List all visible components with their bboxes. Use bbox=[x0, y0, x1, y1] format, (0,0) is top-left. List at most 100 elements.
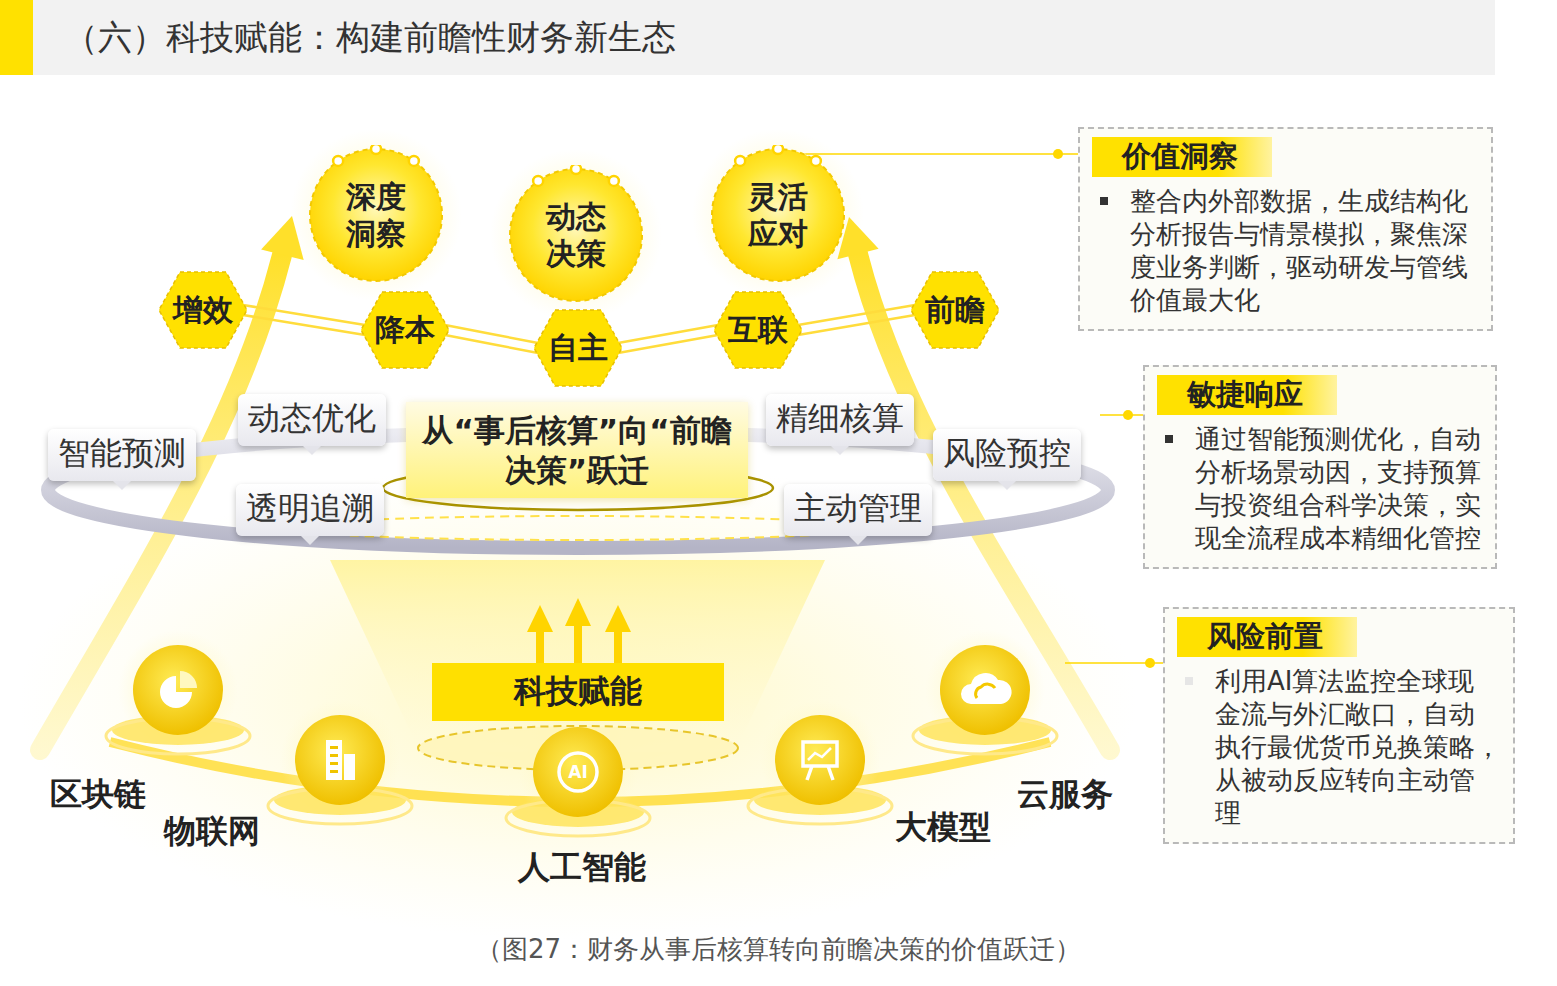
hex-text: 前瞻 bbox=[925, 290, 985, 331]
tech-name: 云服务 bbox=[1017, 773, 1113, 817]
value-hexagon: 自主 bbox=[532, 308, 624, 388]
text-line: 分析报告与情景模拟，聚焦深 bbox=[1130, 218, 1468, 251]
title-accent bbox=[0, 0, 33, 75]
text-line: 从被动反应转向主动管 bbox=[1215, 764, 1475, 797]
text-line: 分析场景动因，支持预算 bbox=[1195, 456, 1481, 489]
tech-icon: 云服务 bbox=[935, 640, 1035, 740]
shape bbox=[290, 710, 390, 810]
shape bbox=[770, 710, 870, 810]
text-line: 动态 bbox=[546, 198, 606, 236]
tag-text: 动态优化 bbox=[248, 397, 376, 441]
tag-text: 主动管理 bbox=[794, 487, 922, 531]
shape bbox=[128, 640, 228, 740]
panel-heading: 风险前置 bbox=[1177, 617, 1357, 657]
text-line: 决策”跃迁 bbox=[505, 450, 649, 490]
tag-text: 智能预测 bbox=[58, 432, 186, 476]
text-line: 利用AI算法监控全球现 bbox=[1215, 665, 1474, 698]
icon-glyph bbox=[961, 673, 1012, 704]
tech-icon: AI人工智能 bbox=[528, 722, 628, 822]
feature-tag: 主动管理 bbox=[784, 484, 932, 536]
hex-text: 自主 bbox=[548, 328, 608, 369]
connector bbox=[805, 149, 1078, 159]
core-text: 从“事后核算”向“前瞻 决策”跃迁 bbox=[422, 410, 731, 491]
panel-text: 通过智能预测优化，自动 分析场景动因，支持预算 与投资组合科学决策，实 现全流程… bbox=[1195, 423, 1481, 555]
tech-icon: 区块链 bbox=[128, 640, 228, 740]
tech-icon: 物联网 bbox=[290, 710, 390, 810]
connector bbox=[618, 325, 718, 353]
tag-text: 精细核算 bbox=[776, 397, 904, 441]
panel-body: 整合内外部数据，生成结构化 分析报告与情景模拟，聚焦深 度业务判断，驱动研发与管… bbox=[1092, 185, 1479, 317]
halo bbox=[290, 129, 462, 301]
tag-pointer bbox=[113, 481, 131, 490]
value-hexagon: 前瞻 bbox=[909, 270, 1001, 350]
text-line: 度业务判断，驱动研发与管线 bbox=[1130, 251, 1468, 284]
text-line: 执行最优货币兑换策略， bbox=[1215, 731, 1501, 764]
tag-pointer bbox=[849, 536, 867, 545]
hex-text: 互联 bbox=[728, 310, 788, 351]
icon-glyph bbox=[326, 740, 355, 780]
halo bbox=[490, 149, 662, 321]
feature-tag: 动态优化 bbox=[238, 394, 386, 446]
text-line: 从“事后核算”向“前瞻 bbox=[422, 410, 731, 450]
goal-text: 深度 洞察 bbox=[346, 178, 406, 253]
panel-text: 利用AI算法监控全球现 金流与外汇敞口，自动 执行最优货币兑换策略， 从被动反应… bbox=[1215, 665, 1501, 830]
shape bbox=[506, 165, 646, 305]
goal-circle: 动态 决策 bbox=[506, 165, 646, 305]
arrow-head bbox=[837, 217, 878, 259]
hex-text: 增效 bbox=[173, 290, 233, 331]
tag-text: 透明追溯 bbox=[246, 487, 374, 531]
bullet bbox=[1165, 435, 1173, 443]
text-line: 灵活 bbox=[748, 178, 808, 216]
tag-text: 风险预控 bbox=[943, 432, 1071, 476]
tech-text: 科技赋能 bbox=[514, 670, 642, 714]
info-panel: 敏捷响应通过智能预测优化，自动 分析场景动因，支持预算 与投资组合科学决策，实 … bbox=[1143, 365, 1497, 569]
bullet bbox=[1185, 677, 1193, 685]
feature-tag: 透明追溯 bbox=[236, 484, 384, 536]
feature-tag: 风险预控 bbox=[933, 429, 1081, 481]
text-line: 深度 bbox=[346, 178, 406, 216]
icon-label: AI bbox=[568, 762, 587, 782]
hex-text: 降本 bbox=[375, 310, 435, 351]
icon-glyph bbox=[160, 671, 197, 708]
text-line: 理 bbox=[1215, 797, 1241, 830]
goal-circle: 灵活 应对 bbox=[708, 145, 848, 285]
arrow-head bbox=[261, 216, 304, 260]
value-hexagon: 互联 bbox=[712, 290, 804, 370]
tech-name: 大模型 bbox=[895, 806, 991, 850]
info-panel: 价值洞察整合内外部数据，生成结构化 分析报告与情景模拟，聚焦深 度业务判断，驱动… bbox=[1078, 127, 1493, 331]
tech-name: 人工智能 bbox=[518, 846, 646, 890]
goal-text: 动态 决策 bbox=[546, 198, 606, 273]
tech-box: 科技赋能 bbox=[432, 663, 724, 721]
figure-caption: （图27：财务从事后核算转向前瞻决策的价值跃迁） bbox=[0, 932, 1557, 967]
icon-glyph bbox=[803, 742, 837, 780]
text-line: 价值最大化 bbox=[1130, 284, 1260, 317]
text-line: 与投资组合科学决策，实 bbox=[1195, 489, 1481, 522]
tech-name: 物联网 bbox=[164, 810, 260, 854]
text-line: 现全流程成本精细化管控 bbox=[1195, 522, 1481, 555]
halo bbox=[692, 129, 864, 301]
connector bbox=[243, 305, 365, 335]
goal-text: 灵活 应对 bbox=[748, 178, 808, 253]
feature-tag: 智能预测 bbox=[48, 429, 196, 481]
panel-body: 利用AI算法监控全球现 金流与外汇敞口，自动 执行最优货币兑换策略， 从被动反应… bbox=[1177, 665, 1501, 830]
page-title: （六）科技赋能：构建前瞻性财务新生态 bbox=[64, 15, 676, 61]
text-line: 整合内外部数据，生成结构化 bbox=[1130, 185, 1468, 218]
panel-body: 通过智能预测优化，自动 分析场景动因，支持预算 与投资组合科学决策，实 现全流程… bbox=[1157, 423, 1483, 555]
text-line: 通过智能预测优化，自动 bbox=[1195, 423, 1481, 456]
tag-pointer bbox=[301, 536, 319, 545]
tech-icon: 大模型 bbox=[770, 710, 870, 810]
tech-name: 区块链 bbox=[50, 773, 146, 817]
text-line: 应对 bbox=[748, 215, 808, 253]
value-hexagon: 增效 bbox=[157, 270, 249, 350]
info-panel: 风险前置利用AI算法监控全球现 金流与外汇敞口，自动 执行最优货币兑换策略， 从… bbox=[1163, 607, 1515, 844]
text-line: 洞察 bbox=[346, 215, 406, 253]
bullet bbox=[1100, 197, 1108, 205]
shape bbox=[708, 145, 848, 285]
panel-text: 整合内外部数据，生成结构化 分析报告与情景模拟，聚焦深 度业务判断，驱动研发与管… bbox=[1130, 185, 1468, 317]
connector bbox=[798, 305, 915, 335]
text-line: 决策 bbox=[546, 235, 606, 273]
core-box: 从“事后核算”向“前瞻 决策”跃迁 bbox=[406, 402, 747, 499]
connector bbox=[445, 325, 538, 353]
text-line: 金流与外汇敞口，自动 bbox=[1215, 698, 1475, 731]
shape bbox=[306, 145, 446, 285]
